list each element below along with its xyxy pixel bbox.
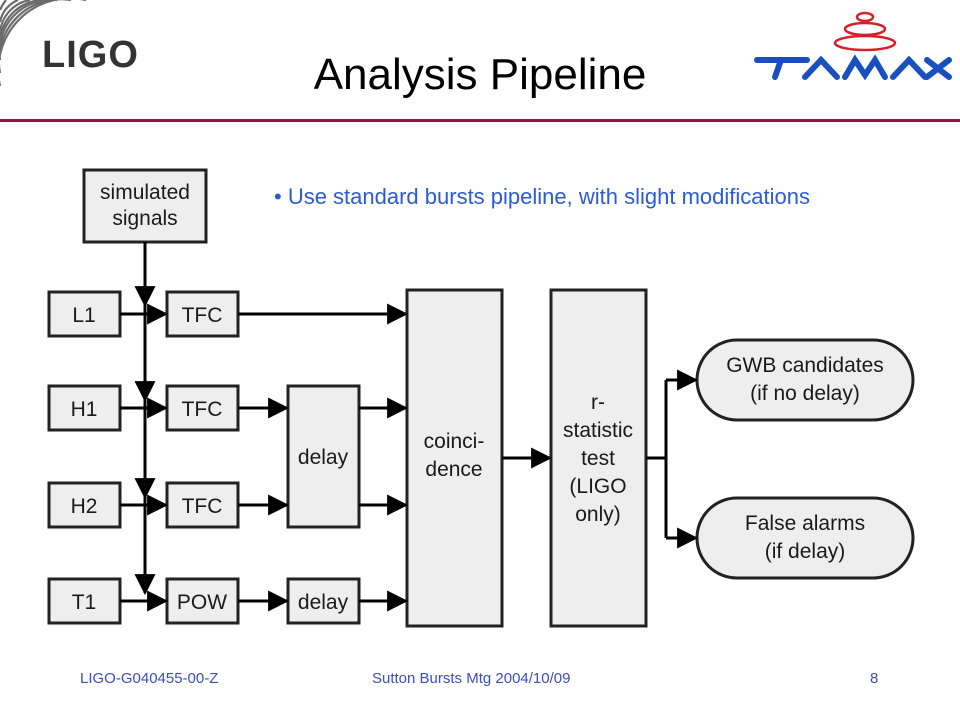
trigger-box-h2: [165, 481, 240, 529]
trigger-label-h2: TFC: [182, 495, 223, 518]
footer-doc-id: LIGO-G040455-00-Z: [80, 670, 219, 687]
tama-logo: [754, 11, 952, 81]
rstat-label-4: (LIGO: [569, 475, 626, 498]
coincidence-label-2: dence: [425, 458, 482, 481]
rstat-label-3: test: [581, 447, 615, 470]
detector-box-l1: [47, 290, 122, 338]
gwb-candidates-box: [695, 338, 915, 422]
slide-title: Analysis Pipeline: [313, 50, 647, 99]
false-alarms-label-1: False alarms: [745, 512, 865, 535]
detector-box-t1: [47, 577, 122, 625]
coincidence-label-1: coinci-: [424, 430, 485, 453]
simulated-signals-label-2: signals: [112, 207, 177, 230]
footer-page-number: 8: [870, 670, 879, 687]
simulated-signals-label-1: simulated: [100, 181, 190, 204]
trigger-label-l1: TFC: [182, 304, 223, 327]
footer-meeting: Sutton Bursts Mtg 2004/10/09: [372, 670, 571, 687]
trigger-label-h1: TFC: [182, 398, 223, 421]
rstat-label-1: r-: [591, 391, 605, 414]
rstat-label-5: only): [575, 503, 621, 526]
pipeline-diagram: simulated signals L1 H1 H2 T1 TFC TFC TF…: [47, 168, 915, 628]
gwb-candidates-label-2: (if no delay): [750, 382, 860, 405]
detector-label-h2: H2: [71, 495, 98, 518]
false-alarms-label-2: (if delay): [765, 540, 846, 563]
simulated-signals-box: [82, 168, 208, 244]
delay-label-small: delay: [298, 591, 349, 614]
rstat-label-2: statistic: [563, 419, 633, 442]
bullet-point: • Use standard bursts pipeline, with sli…: [274, 184, 810, 209]
detector-box-h2: [47, 481, 122, 529]
delay-label-large: delay: [298, 446, 349, 469]
detector-box-h1: [47, 384, 122, 432]
ligo-logo: [0, 0, 86, 86]
delay-box-large: [286, 384, 361, 529]
trigger-label-t1: POW: [177, 591, 227, 614]
detector-label-h1: H1: [71, 398, 98, 421]
detector-label-t1: T1: [72, 591, 97, 614]
title-rule: [0, 119, 960, 122]
gwb-candidates-label-1: GWB candidates: [726, 354, 884, 377]
rstat-box: [549, 288, 648, 628]
false-alarms-box: [695, 496, 915, 580]
detector-label-l1: L1: [72, 304, 95, 327]
coincidence-box: [405, 288, 504, 628]
ligo-logo-text: LIGO: [42, 34, 139, 76]
